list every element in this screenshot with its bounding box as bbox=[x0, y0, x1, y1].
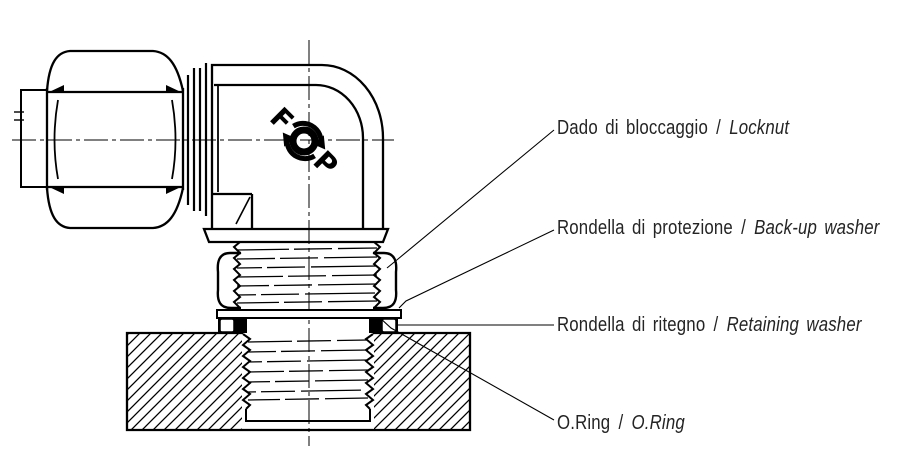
mounting-flange bbox=[202, 227, 390, 244]
nut-wedge-top-left bbox=[47, 85, 64, 93]
body-step-chamfer bbox=[235, 196, 251, 225]
female-thread-lines bbox=[247, 339, 369, 401]
male-thread bbox=[232, 241, 382, 309]
nut-bottom-facet bbox=[45, 187, 185, 230]
compression-nut bbox=[45, 49, 185, 230]
label-o-ring-italian: O.Ring bbox=[557, 412, 611, 434]
brand-letter-o bbox=[289, 126, 319, 156]
brand-logo: F P bbox=[263, 101, 344, 182]
brand-swoosh-top bbox=[292, 120, 324, 142]
label-retaining-washer: Rondella di ritegno / Retaining washer bbox=[557, 312, 862, 338]
label-retaining-washer-english: Retaining washer bbox=[726, 314, 862, 336]
collar-rings bbox=[186, 63, 208, 216]
nut-wedge-bottom-left bbox=[47, 186, 64, 194]
label-locknut-english: Locknut bbox=[729, 117, 790, 139]
seal-group bbox=[218, 317, 398, 333]
leader-backup-washer bbox=[398, 229, 555, 309]
block-hatch-left bbox=[128, 334, 242, 429]
label-o-ring-english: O.Ring bbox=[631, 412, 685, 434]
label-backup-washer-separator: / bbox=[741, 217, 746, 239]
leader-o-ring bbox=[379, 317, 555, 421]
label-retaining-washer-italian: Rondella di ritegno bbox=[557, 314, 706, 336]
nut-top-facet bbox=[45, 49, 185, 92]
elbow-body bbox=[210, 63, 385, 229]
locknut-right-lobe bbox=[373, 251, 398, 310]
backup-washer-shape bbox=[216, 309, 402, 319]
nut-chamfer-arc-left bbox=[53, 99, 59, 180]
flange-outline bbox=[202, 227, 390, 244]
label-backup-washer-italian: Rondella di protezione bbox=[557, 217, 733, 239]
label-o-ring: O.Ring / O.Ring bbox=[557, 410, 685, 436]
block-outline bbox=[125, 331, 472, 432]
leader-locknut bbox=[386, 129, 555, 269]
label-retaining-washer-separator: / bbox=[713, 314, 719, 336]
leader-lines bbox=[379, 129, 555, 421]
brand-swoosh-bottom-arrowhead bbox=[282, 132, 296, 147]
label-locknut-separator: / bbox=[716, 117, 722, 139]
label-locknut-italian: Dado di bloccaggio bbox=[557, 117, 708, 139]
tube-stub-outline bbox=[20, 89, 47, 188]
retaining-washer-left bbox=[219, 318, 235, 333]
brand-swoosh-bottom bbox=[284, 140, 316, 162]
block-hole-bottom bbox=[245, 409, 371, 422]
label-o-ring-separator: / bbox=[618, 412, 624, 434]
label-locknut: Dado di bloccaggio / Locknut bbox=[557, 115, 789, 141]
female-thread-right-crests bbox=[364, 333, 375, 410]
male-thread-lines bbox=[236, 247, 378, 304]
brand-swoosh-top-arrowhead bbox=[312, 135, 326, 150]
nut-wedge-top-right bbox=[166, 85, 183, 93]
mounting-block bbox=[125, 331, 472, 432]
backup-washer-band bbox=[216, 309, 402, 319]
tube-stub bbox=[14, 89, 47, 188]
body-outer-outline bbox=[210, 63, 385, 229]
label-backup-washer-english: Back-up washer bbox=[754, 217, 880, 239]
body-inner-edge bbox=[214, 83, 365, 228]
locknut-shape bbox=[216, 251, 398, 310]
block-hatch-right bbox=[374, 334, 469, 429]
label-backup-washer: Rondella di protezione / Back-up washer bbox=[557, 215, 880, 241]
locknut-left-lobe bbox=[216, 251, 241, 310]
nut-chamfer-arc-right bbox=[171, 99, 177, 180]
nut-wedge-bottom-right bbox=[166, 186, 183, 194]
